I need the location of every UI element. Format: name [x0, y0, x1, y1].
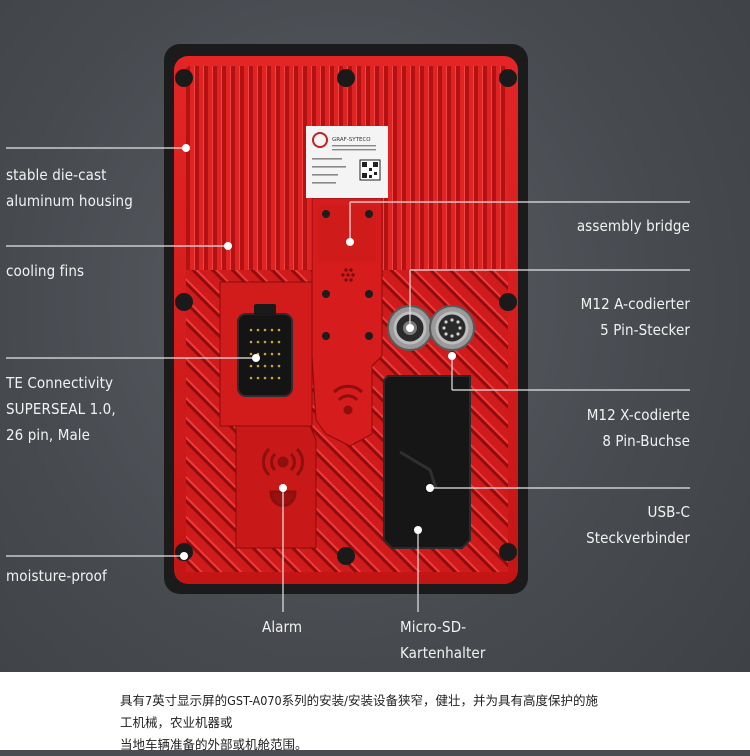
speaker-grill	[341, 268, 355, 282]
brand-label: GRAF-SYTECO	[332, 137, 371, 143]
callout-m12-x: M12 X-codierte 8 Pin-Buchse	[586, 406, 690, 450]
callout-dots	[180, 144, 456, 560]
qr-code	[359, 159, 381, 181]
callout-moisture-proof: moisture-proof	[6, 567, 107, 585]
callout-housing: stable die-cast aluminum housing	[6, 166, 133, 210]
m12-x-connector	[429, 305, 475, 351]
caption-line-1: 具有7英寸显示屏的GST-A070系列的安装/安装设备狭窄，健壮，并为具有高度保…	[120, 693, 598, 730]
mounting-holes	[175, 69, 517, 565]
callout-cooling-fins: cooling fins	[6, 262, 85, 280]
callout-alarm: Alarm	[262, 618, 303, 636]
callout-assembly-bridge: assembly bridge	[576, 217, 690, 235]
wifi-icon	[332, 384, 364, 415]
caption-line-2: 当地车辆准备的外部或机舱范围。	[120, 737, 308, 752]
alarm-panel	[235, 425, 317, 549]
callout-usb-c: USB-C Steckverbinder	[586, 503, 690, 547]
callout-lines	[6, 147, 690, 612]
caption-text: 具有7英寸显示屏的GST-A070系列的安装/安装设备狭窄，健壮，并为具有高度保…	[120, 690, 600, 756]
caption-band	[0, 672, 750, 750]
alarm-icon	[262, 447, 304, 507]
callout-te-connector: TE Connectivity SUPERSEAL 1.0, 26 pin, M…	[6, 374, 116, 444]
callout-m12-a: M12 A-codierter 5 Pin-Stecker	[580, 295, 690, 339]
callout-microsd: Micro-SD- Kartenhalter	[400, 618, 486, 662]
usb-sd-cover	[383, 375, 471, 549]
